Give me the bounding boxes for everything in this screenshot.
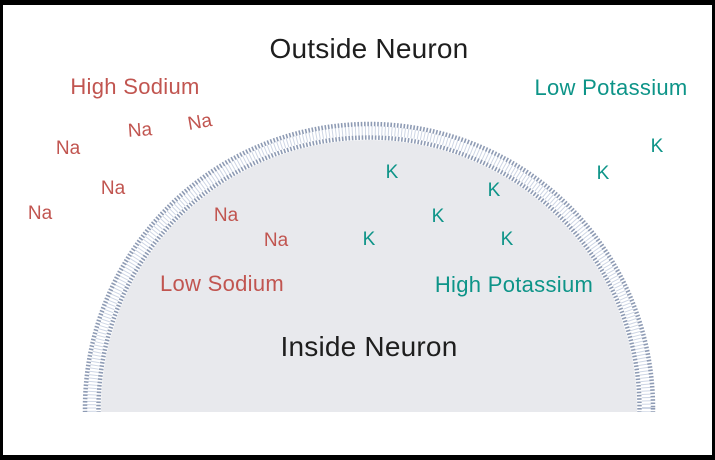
high-sodium-label: High Sodium [70, 74, 200, 99]
low-potassium-label: Low Potassium [534, 75, 688, 100]
cell-interior-fill [101, 140, 637, 412]
cell-membrane-graphic [82, 121, 656, 412]
sodium-ion-label: Na [27, 203, 53, 224]
potassium-ion-label: K [500, 229, 514, 250]
inside-neuron-title: Inside Neuron [280, 331, 458, 362]
membrane-outer-heads [82, 121, 656, 412]
membrane-bilayer [82, 121, 656, 412]
low-sodium-label: Low Sodium [159, 271, 285, 296]
membrane-inner-heads [96, 135, 642, 412]
sodium-ion-label: Na [127, 119, 153, 142]
diagram-canvas: Outside Neuron Inside Neuron High Sodium… [3, 5, 712, 455]
sodium-ion-label: Na [263, 230, 289, 251]
potassium-ion-label: K [431, 206, 445, 227]
potassium-ion-label: K [650, 136, 664, 157]
potassium-ion-label: K [385, 162, 399, 183]
outside-neuron-title: Outside Neuron [269, 33, 469, 64]
membrane-lipid-tails [87, 126, 651, 412]
high-potassium-label: High Potassium [434, 272, 594, 297]
sodium-ion-label: Na [55, 138, 81, 159]
sodium-ion-label: Na [213, 205, 239, 226]
potassium-ion-label: K [596, 163, 610, 184]
potassium-ion-label: K [487, 180, 501, 201]
potassium-ion-label: K [362, 229, 376, 250]
sodium-ion-label: Na [100, 178, 126, 199]
sodium-ion-label: Na [186, 110, 214, 135]
